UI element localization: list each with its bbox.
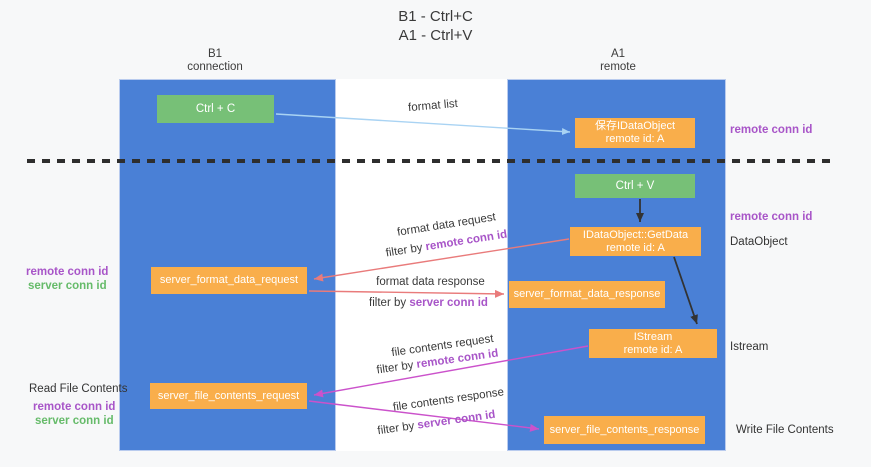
left-server-conn-id-label-2: server conn id — [35, 415, 114, 427]
node-save-idataobject-line1: 保存IDataObject — [594, 120, 676, 132]
server-conn-id-key: server conn id — [409, 297, 488, 309]
node-server-file-contents-response: server_file_contents_response — [544, 416, 705, 444]
left-remote-conn-id-label: remote conn id — [26, 266, 109, 278]
node-idataobject-getdata: IDataObject::GetData remote id: A — [570, 227, 701, 256]
node-idataobject-getdata-line1: IDataObject::GetData — [582, 228, 689, 241]
title-line-2: A1 - Ctrl+V — [398, 27, 473, 44]
column-a1-role: remote — [600, 61, 636, 73]
node-save-idataobject-line2: remote id: A — [605, 133, 665, 145]
node-server-format-data-request-label: server_format_data_request — [159, 274, 299, 286]
column-b1-role: connection — [187, 61, 243, 73]
node-server-file-contents-request-label: server_file_contents_request — [157, 389, 300, 402]
right-remote-conn-id-label-mid: remote conn id — [730, 211, 813, 223]
node-istream-line2: remote id: A — [623, 343, 683, 356]
node-server-format-data-response-label: server_format_data_response — [513, 288, 661, 300]
filter-by-text: filter by — [369, 297, 410, 309]
node-ctrl-v-label: Ctrl + V — [615, 179, 655, 192]
node-istream-line1: IStream — [633, 330, 673, 343]
dataobject-label: DataObject — [730, 236, 788, 248]
column-b1-name: B1 — [207, 48, 223, 60]
label-format-data-response-filter: filter by server conn id — [356, 297, 501, 309]
node-server-file-contents-response-label: server_file_contents_response — [549, 423, 700, 436]
istream-label: Istream — [730, 341, 769, 353]
node-server-format-data-request: server_format_data_request — [151, 267, 307, 294]
node-server-file-contents-request: server_file_contents_request — [150, 383, 307, 409]
read-file-contents-label: Read File Contents — [29, 383, 128, 395]
left-server-conn-id-label: server conn id — [28, 280, 107, 292]
left-remote-conn-id-label-2: remote conn id — [33, 401, 116, 413]
node-ctrl-c: Ctrl + C — [157, 95, 274, 123]
node-istream: IStream remote id: A — [589, 329, 717, 358]
label-format-data-response: format data response — [376, 276, 485, 288]
write-file-contents-label: Write File Contents — [736, 424, 834, 436]
node-server-format-data-response: server_format_data_response — [509, 281, 665, 308]
diagram-title: B1 - Ctrl+C A1 - Ctrl+V — [0, 7, 871, 45]
title-line-1: B1 - Ctrl+C — [398, 8, 473, 25]
node-save-idataobject: 保存IDataObject remote id: A — [575, 118, 695, 148]
column-a1-name: A1 — [610, 48, 626, 60]
right-remote-conn-id-label-top: remote conn id — [730, 124, 813, 136]
column-header-b1: B1 connection — [145, 48, 285, 74]
column-header-a1: A1 remote — [548, 48, 688, 74]
node-idataobject-getdata-line2: remote id: A — [606, 241, 665, 254]
node-ctrl-v: Ctrl + V — [575, 174, 695, 198]
node-ctrl-c-label: Ctrl + C — [195, 102, 236, 115]
dashed-separator — [27, 159, 833, 163]
